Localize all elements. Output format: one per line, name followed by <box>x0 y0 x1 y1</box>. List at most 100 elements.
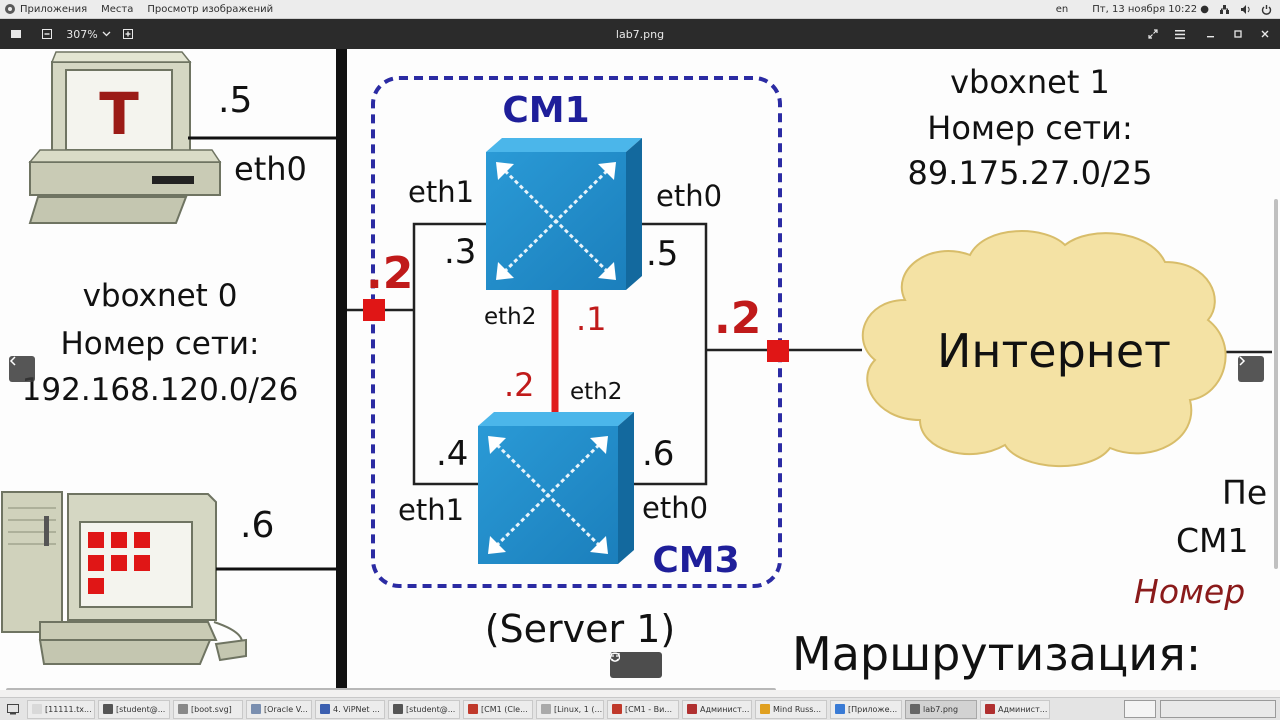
taskbar-item[interactable]: [student@... <box>388 699 460 719</box>
fullscreen-icon[interactable] <box>1146 19 1160 49</box>
left-port-ip: .2 <box>366 248 413 299</box>
vboxnet1-name: vboxnet 1 <box>950 63 1110 101</box>
taskbar-item[interactable]: Админист... <box>682 699 752 719</box>
taskbar-item-label: [Oracle V... <box>264 704 308 714</box>
app-icon <box>468 704 478 714</box>
show-desktop-icon[interactable] <box>2 700 24 719</box>
rotate-right-icon[interactable] <box>610 652 620 662</box>
taskbar-item[interactable]: Mind Russ... <box>755 699 827 719</box>
previous-image-button[interactable] <box>9 356 35 382</box>
cm3-eth1: eth1 <box>398 493 464 527</box>
cm1-eth0: eth0 <box>656 179 722 213</box>
vboxnet0-bus <box>336 49 347 690</box>
power-icon[interactable] <box>1261 4 1272 15</box>
cm3-ip-eth1: .4 <box>436 434 468 474</box>
cm1-switch <box>486 138 642 290</box>
maximize-icon[interactable] <box>1231 19 1245 49</box>
taskbar-item-label: [boot.svg] <box>191 704 232 714</box>
workspace-1[interactable] <box>1124 700 1156 718</box>
host-top-iface: eth0 <box>234 150 307 188</box>
zoom-level[interactable]: 307% <box>66 27 98 41</box>
right-partial-text-2: CM1 <box>1176 521 1249 560</box>
right-partial-text-1: Пе <box>1222 473 1267 512</box>
taskbar-item-label: 4. ViPNet ... <box>333 704 380 714</box>
taskbar-item[interactable]: [Oracle V... <box>246 699 312 719</box>
taskbar-item[interactable]: Админист... <box>980 699 1050 719</box>
task-list: [11111.tx... [student@... [boot.svg] [Oracl… <box>24 699 1050 719</box>
taskbar-item-label: [CM1 - Ви... <box>625 704 672 714</box>
right-port-ip: .2 <box>714 293 761 344</box>
vboxnet0-label: Номер сети: <box>60 326 259 362</box>
taskbar-item[interactable]: [CM1 (Cle... <box>463 699 533 719</box>
right-partial-text-3: Номер <box>1134 572 1245 611</box>
left-port <box>363 299 385 321</box>
app-icon <box>393 704 403 714</box>
taskbar-item[interactable]: [CM1 - Ви... <box>607 699 679 719</box>
hamburger-menu-icon[interactable] <box>1173 19 1187 49</box>
app-icon <box>612 704 622 714</box>
taskbar-item-label: [student@... <box>406 704 456 714</box>
zoom-in-button[interactable] <box>121 19 135 49</box>
app-icon <box>251 704 261 714</box>
network-icon[interactable] <box>1219 4 1230 15</box>
cm1-label: CM1 <box>502 90 589 131</box>
internet-label: Интернет <box>937 324 1171 378</box>
cm1-ip-eth0: .5 <box>646 234 678 274</box>
zoom-out-button[interactable] <box>40 19 54 49</box>
window-titlebar: 307% lab7.png <box>0 19 1280 49</box>
workspace-2[interactable] <box>1160 700 1276 718</box>
zoom-dropdown-chevron-icon[interactable] <box>100 19 112 49</box>
host-top-ip: .5 <box>218 80 252 121</box>
taskbar-item[interactable]: [boot.svg] <box>173 699 243 719</box>
taskbar-item[interactable]: [Приложе... <box>830 699 902 719</box>
cm1-eth2: eth2 <box>484 304 536 330</box>
cm3-ip-eth0: .6 <box>642 434 674 474</box>
right-port <box>767 340 789 362</box>
host-bottom-ip: .6 <box>240 505 274 546</box>
vboxnet0-network: 192.168.120.0/26 <box>22 372 299 408</box>
top-panel: Приложения Места Просмотр изображений en… <box>0 0 1280 19</box>
vertical-scrollbar[interactable] <box>1274 199 1278 569</box>
horizontal-scroll-thumb[interactable] <box>6 688 776 690</box>
horizontal-scrollbar[interactable] <box>0 687 1280 690</box>
app-icon <box>910 704 920 714</box>
menu-applications[interactable]: Приложения <box>20 3 88 15</box>
cm3-label: CM3 <box>652 540 739 581</box>
app-icon <box>320 704 330 714</box>
app-icon <box>985 704 995 714</box>
cm1-ip-eth2: .1 <box>576 300 607 338</box>
next-image-button[interactable] <box>1238 356 1264 382</box>
apps-icon <box>5 4 15 14</box>
taskbar-item[interactable]: lab7.png <box>905 699 977 719</box>
taskbar-item-label: Админист... <box>700 704 750 714</box>
keyboard-layout[interactable]: en <box>1055 4 1069 15</box>
cm3-eth0: eth0 <box>642 491 708 525</box>
vboxnet1-network: 89.175.27.0/25 <box>908 154 1153 192</box>
routing-heading: Маршрутизация: <box>792 627 1201 681</box>
volume-icon[interactable] <box>1240 4 1251 15</box>
clock[interactable]: Пт, 13 ноября 10:22 ● <box>1092 4 1209 15</box>
taskbar-item[interactable]: [student@... <box>98 699 170 719</box>
cm3-switch <box>478 412 634 564</box>
menu-image-viewer[interactable]: Просмотр изображений <box>147 3 274 15</box>
cm3-ip-eth2: .2 <box>504 366 535 404</box>
taskbar-item[interactable]: [Linux, 1 (... <box>536 699 604 719</box>
vboxnet0-name: vboxnet 0 <box>83 278 238 314</box>
app-icon <box>32 704 42 714</box>
minimize-icon[interactable] <box>1204 19 1218 49</box>
taskbar-item[interactable]: [11111.tx... <box>27 699 95 719</box>
rotate-controls <box>610 652 662 678</box>
window-title: lab7.png <box>615 27 665 41</box>
image-canvas[interactable]: T .5 eth0 .6 vboxnet 0 Ном <box>0 49 1280 690</box>
menu-places[interactable]: Места <box>101 3 134 15</box>
taskbar: [11111.tx... [student@... [boot.svg] [Oracl… <box>0 697 1280 720</box>
close-icon[interactable] <box>1258 19 1272 49</box>
host-top-computer <box>28 51 336 224</box>
taskbar-item[interactable]: 4. ViPNet ... <box>315 699 385 719</box>
app-icon <box>760 704 770 714</box>
window-menu-icon[interactable] <box>8 19 24 49</box>
taskbar-item-label: [student@... <box>116 704 166 714</box>
vboxnet1-label: Номер сети: <box>927 109 1132 147</box>
taskbar-item-label: lab7.png <box>923 704 959 714</box>
app-icon <box>541 704 551 714</box>
